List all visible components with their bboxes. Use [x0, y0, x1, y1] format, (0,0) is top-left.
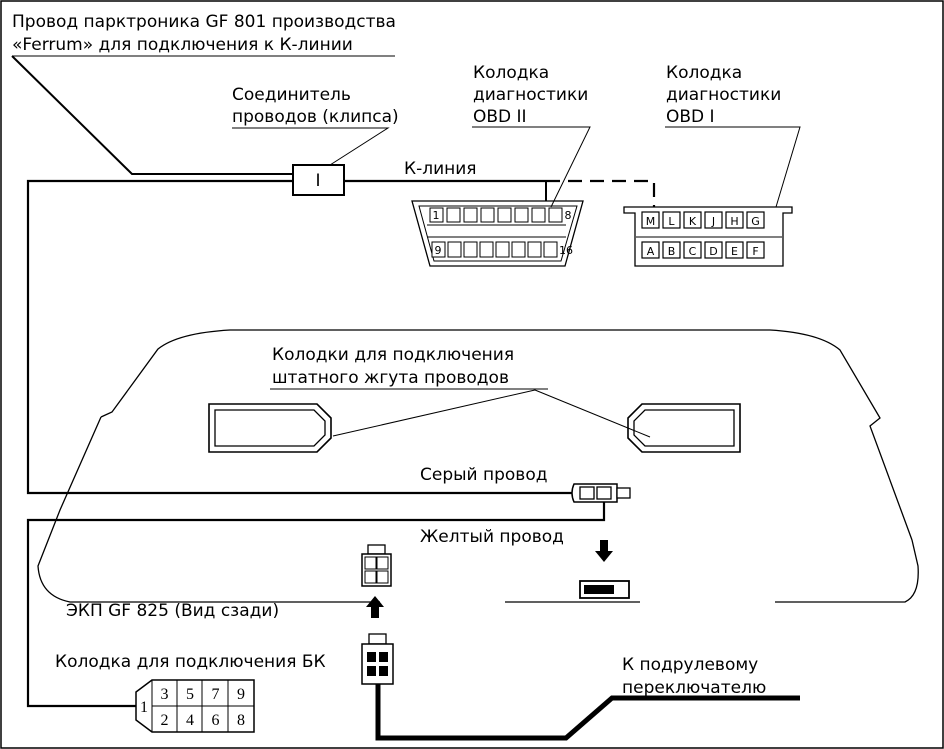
bk-pin-8: 8 [237, 712, 245, 729]
obd1-pin-F-cell [746, 241, 765, 259]
wire-title-line2: «Ferrum» для подключения к К-линии [12, 35, 353, 55]
obd1-leader [665, 126, 801, 208]
obd1-pin-M: M [646, 215, 656, 228]
obd1-label-line1: Колодка [666, 63, 742, 83]
obd1-pin-G-cell [746, 211, 765, 229]
obd1-pin-E-cell [725, 241, 744, 259]
obd2-pin-8: 8 [565, 209, 572, 222]
bk-pin-4: 4 [186, 712, 194, 729]
obd1-pin-J: J [711, 215, 715, 228]
obd1-pin-D-cell [704, 241, 723, 259]
clip-label-line1: Соединитель [232, 85, 351, 105]
obd1-pin-J-cell [704, 211, 723, 229]
up-arrow-icon [366, 596, 384, 618]
grey-yellow-connector [571, 483, 631, 503]
obd2-leader [472, 126, 591, 208]
obd2-pin-9: 9 [435, 244, 442, 257]
display-4pin-socket [361, 544, 392, 587]
display-name-label: ЭКП GF 825 (Вид сзади) [66, 601, 279, 621]
harness-label-line1: Колодки для подключения [272, 345, 514, 365]
obd1-pin-C: C [689, 245, 697, 258]
grey-wire-label: Серый провод [420, 465, 547, 485]
obd1-label-line2: диагностики [666, 85, 781, 105]
bk-pin-6: 6 [212, 712, 220, 729]
obd1-pin-H: H [730, 215, 738, 228]
yellow-wire-label: Желтый провод [420, 527, 564, 547]
obd1-pin-C-cell [683, 241, 702, 259]
yellow-wire-trace [26, 500, 606, 708]
harness-connector-right [627, 403, 741, 453]
obd1-label-line3: OBD I [666, 107, 715, 127]
obd1-pin-K-cell [683, 211, 702, 229]
obd1-pin-H-cell [725, 211, 744, 229]
parktronic-wire [11, 55, 293, 175]
bk-pin-9: 9 [237, 686, 245, 703]
obd2-label-line2: диагностики [473, 85, 588, 105]
bk-connector [135, 679, 255, 733]
harness-label-line2: штатного жгута проводов [272, 368, 509, 388]
display-switch [579, 580, 630, 599]
harness-leader-left [332, 389, 536, 437]
grey-wire-trace [26, 179, 580, 495]
obd1-pin-G: G [751, 215, 760, 228]
obd2-label-line3: OBD II [473, 107, 527, 127]
bk-pin-1: 1 [140, 699, 148, 716]
harness-leader-right [534, 389, 651, 438]
obd1-pin-B: B [668, 245, 676, 258]
k-line-dashed-obd1 [546, 179, 656, 210]
wire-clip-mark: I [315, 171, 320, 191]
steering-label-line2: переключателю [622, 678, 766, 698]
bk-pin-2: 2 [161, 712, 169, 729]
obd1-pin-E: E [731, 245, 738, 258]
clip-label-line2: проводов (клипса) [232, 107, 399, 127]
wire-clip [292, 164, 345, 196]
obd1-pin-D: D [709, 245, 717, 258]
obd2-top-pins [429, 207, 563, 223]
obd2-pin-16: 16 [559, 244, 573, 257]
display-housing-outline [37, 329, 919, 603]
obd2-bottom-pins [431, 241, 558, 258]
steering-4pin-plug [361, 633, 394, 685]
obd1-pin-L-cell [662, 211, 681, 229]
obd2-label-line1: Колодка [473, 63, 549, 83]
obd1-pin-L: L [668, 215, 675, 228]
bk-pin-5: 5 [186, 686, 194, 703]
harness-connector-left [208, 403, 332, 453]
steering-label-line1: К подрулевому [622, 655, 758, 675]
obd2-pin-1: 1 [433, 209, 440, 222]
obd1-pin-B-cell [662, 241, 681, 259]
bk-pin-3: 3 [161, 686, 169, 703]
clip-leader [232, 127, 390, 166]
obd1-pin-A-cell [641, 241, 660, 259]
obd1-pin-A: A [647, 245, 655, 258]
bk-connector-label: Колодка для подключения БК [55, 652, 326, 672]
wire-title-line1: Провод парктроника GF 801 производства [12, 12, 396, 32]
obd1-pin-K: K [689, 215, 697, 228]
bk-pin-7: 7 [212, 686, 220, 703]
down-arrow-icon [595, 540, 613, 562]
obd1-pin-F: F [752, 245, 758, 258]
obd2-connector: 1 8 9 16 [411, 200, 584, 267]
obd1-pin-M-cell [641, 211, 660, 229]
k-line-label: К-линия [404, 159, 477, 179]
